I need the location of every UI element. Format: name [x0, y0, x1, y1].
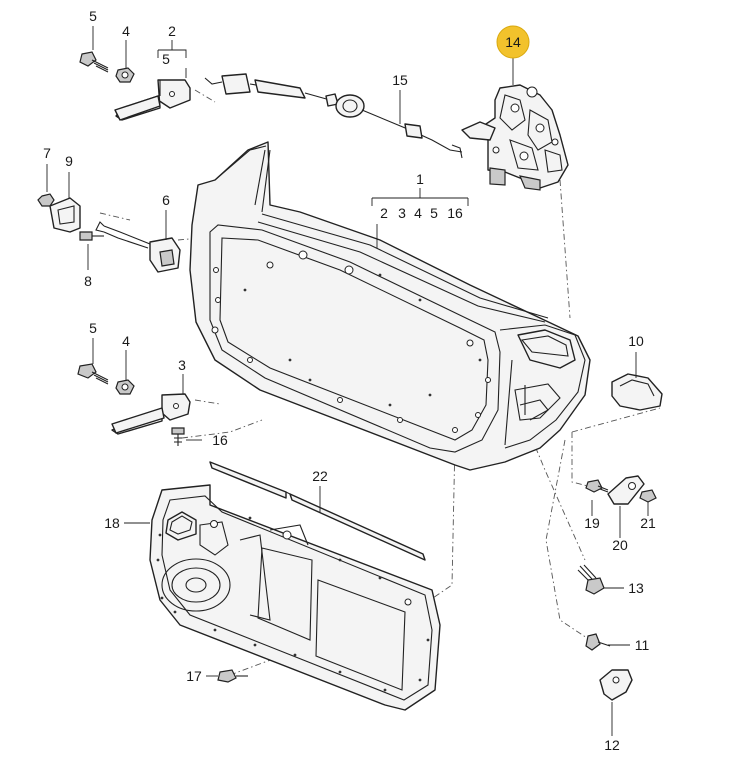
screw-16[interactable] [171, 427, 185, 446]
upper-hinge[interactable] [114, 79, 191, 121]
label-18[interactable]: 18 [104, 515, 120, 531]
label-3[interactable]: 3 [178, 357, 186, 373]
wiring-harness-6[interactable] [95, 221, 181, 273]
label-2[interactable]: 2 [168, 23, 176, 39]
grommet-9[interactable] [49, 197, 81, 233]
door-lock-assembly[interactable] [461, 84, 569, 191]
label-16[interactable]: 16 [212, 432, 228, 448]
label-14[interactable]: 14 [505, 34, 521, 50]
part-labels: 5 4 2 5 15 14 7 9 6 8 1 2 3 4 5 16 5 4 3… [43, 8, 656, 753]
bolt-5-mid[interactable] [77, 363, 109, 385]
label-1[interactable]: 1 [416, 171, 424, 187]
nut-4-upper[interactable] [115, 67, 135, 83]
nut-7[interactable] [37, 193, 55, 207]
label-19[interactable]: 19 [584, 515, 600, 531]
striker-plate-20[interactable] [607, 475, 645, 505]
lower-hinge[interactable] [111, 393, 191, 435]
nut-4-mid[interactable] [115, 379, 135, 395]
screw-17[interactable] [217, 669, 248, 683]
door-shell[interactable] [189, 141, 591, 471]
label-group1-3[interactable]: 5 [430, 205, 438, 221]
label-13[interactable]: 13 [628, 580, 644, 596]
label-6[interactable]: 6 [162, 192, 170, 208]
window-seal-strip[interactable] [209, 461, 426, 561]
label-group1-4[interactable]: 16 [447, 205, 463, 221]
label-22[interactable]: 22 [312, 468, 328, 484]
screw-19[interactable] [585, 479, 609, 493]
label-group1-0[interactable]: 2 [380, 205, 388, 221]
dashed-guide-lines [99, 89, 661, 676]
trim-10[interactable] [611, 373, 663, 411]
label-11[interactable]: 11 [635, 637, 650, 653]
label-5-top[interactable]: 5 [89, 8, 97, 24]
bolt-13[interactable] [577, 564, 605, 595]
label-4-top[interactable]: 4 [122, 23, 130, 39]
label-9[interactable]: 9 [65, 153, 73, 169]
label-2-sub-5[interactable]: 5 [162, 51, 170, 67]
bolt-5-upper[interactable] [79, 51, 109, 73]
lock-cable[interactable] [204, 73, 463, 159]
label-group1-2[interactable]: 4 [414, 205, 422, 221]
label-12[interactable]: 12 [604, 737, 620, 753]
cover-12[interactable] [599, 669, 633, 701]
label-group1-1[interactable]: 3 [398, 205, 406, 221]
screw-8[interactable] [79, 231, 104, 241]
label-5-mid[interactable]: 5 [89, 320, 97, 336]
leader-lines [46, 26, 649, 736]
label-4-mid[interactable]: 4 [122, 333, 130, 349]
label-8[interactable]: 8 [84, 273, 92, 289]
highlight-badge-14[interactable] [496, 25, 530, 59]
label-7[interactable]: 7 [43, 145, 51, 161]
label-10[interactable]: 10 [628, 333, 644, 349]
label-21[interactable]: 21 [640, 515, 656, 531]
inner-door-panel[interactable] [149, 484, 441, 711]
label-15[interactable]: 15 [392, 72, 408, 88]
screw-11[interactable] [585, 633, 611, 651]
label-20[interactable]: 20 [612, 537, 628, 553]
bolt-21[interactable] [639, 489, 657, 503]
label-17[interactable]: 17 [186, 668, 202, 684]
